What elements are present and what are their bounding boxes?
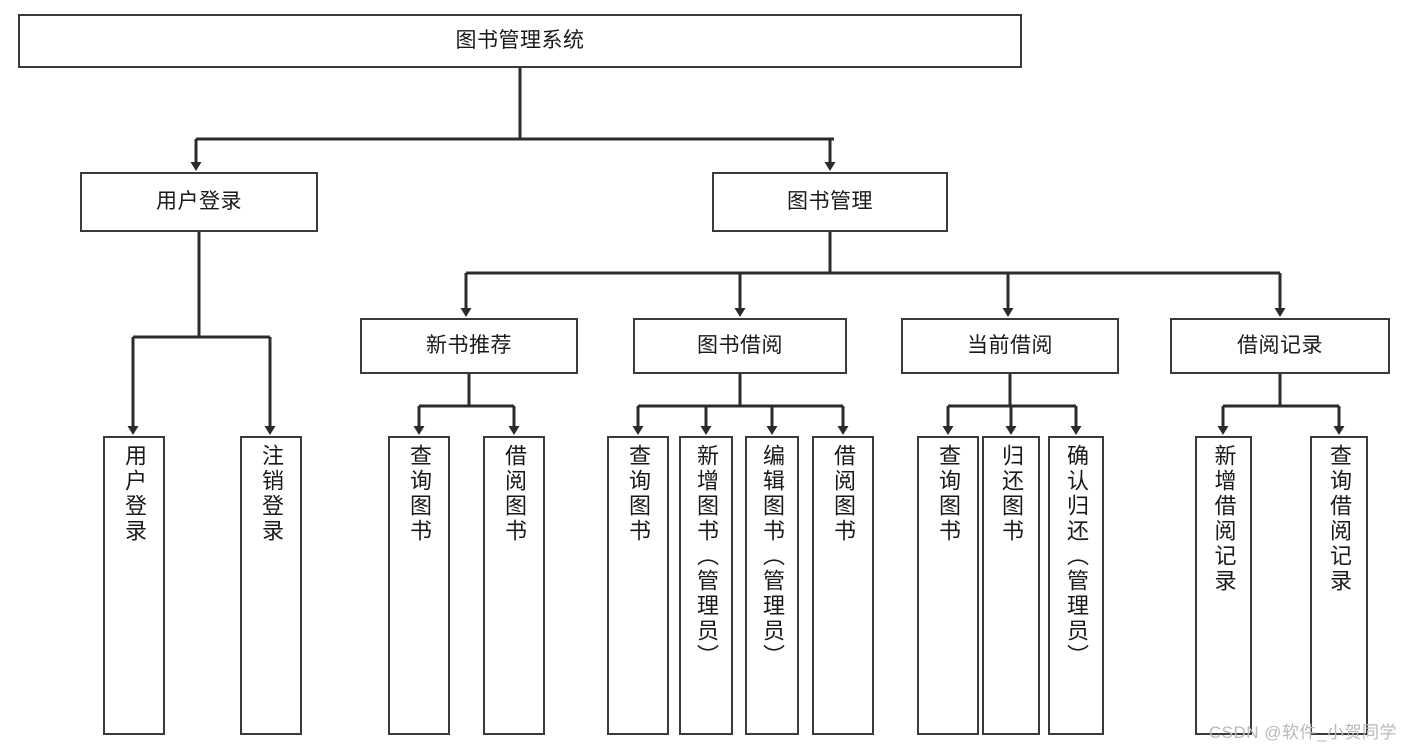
- node-book-manage[interactable]: 图书管理: [712, 172, 948, 232]
- node-leaf-return-book-label: 归还图书: [999, 444, 1024, 544]
- node-leaf-user-login[interactable]: 用户登录: [103, 436, 165, 735]
- node-leaf-add-book-label: 新增图书（管理员）: [694, 444, 719, 669]
- node-leaf-add-borrow-record-label: 新增借阅记录: [1211, 444, 1237, 594]
- node-borrow-record[interactable]: 借阅记录: [1170, 318, 1390, 374]
- node-leaf-confirm-return-label: 确认归还（管理员）: [1064, 444, 1089, 669]
- node-leaf-logout[interactable]: 注销登录: [240, 436, 302, 735]
- node-leaf-query-book-3[interactable]: 查询图书: [917, 436, 979, 735]
- node-current-borrow-label: 当前借阅: [967, 333, 1053, 357]
- node-leaf-edit-book[interactable]: 编辑图书（管理员）: [745, 436, 799, 735]
- node-borrow-record-label: 借阅记录: [1237, 333, 1323, 357]
- node-root[interactable]: 图书管理系统: [18, 14, 1022, 68]
- node-book-borrow-label: 图书借阅: [697, 333, 783, 357]
- node-new-book-recommend[interactable]: 新书推荐: [360, 318, 578, 374]
- node-leaf-query-borrow-record-label: 查询借阅记录: [1327, 444, 1352, 594]
- node-leaf-logout-label: 注销登录: [259, 444, 284, 544]
- node-leaf-query-borrow-record[interactable]: 查询借阅记录: [1310, 436, 1368, 735]
- node-book-borrow[interactable]: 图书借阅: [633, 318, 847, 374]
- node-leaf-user-login-label: 用户登录: [122, 444, 147, 544]
- node-leaf-query-book-3-label: 查询图书: [936, 444, 961, 544]
- node-leaf-add-borrow-record[interactable]: 新增借阅记录: [1195, 436, 1252, 735]
- node-user-login[interactable]: 用户登录: [80, 172, 318, 232]
- node-book-manage-label: 图书管理: [787, 189, 873, 213]
- node-leaf-query-book-1[interactable]: 查询图书: [388, 436, 450, 735]
- node-leaf-edit-book-label: 编辑图书（管理员）: [760, 444, 785, 669]
- node-leaf-add-book[interactable]: 新增图书（管理员）: [679, 436, 733, 735]
- node-leaf-borrow-book-1-label: 借阅图书: [502, 444, 527, 544]
- node-leaf-query-book-2[interactable]: 查询图书: [607, 436, 669, 735]
- node-new-book-recommend-label: 新书推荐: [426, 333, 512, 357]
- node-current-borrow[interactable]: 当前借阅: [901, 318, 1119, 374]
- node-user-login-label: 用户登录: [156, 189, 242, 213]
- node-leaf-borrow-book-2-label: 借阅图书: [831, 444, 856, 544]
- node-leaf-query-book-1-label: 查询图书: [407, 444, 432, 544]
- node-root-label: 图书管理系统: [455, 28, 585, 52]
- node-leaf-borrow-book-2[interactable]: 借阅图书: [812, 436, 874, 735]
- node-leaf-query-book-2-label: 查询图书: [626, 444, 651, 544]
- node-leaf-confirm-return[interactable]: 确认归还（管理员）: [1048, 436, 1104, 735]
- node-leaf-borrow-book-1[interactable]: 借阅图书: [483, 436, 545, 735]
- node-leaf-return-book[interactable]: 归还图书: [982, 436, 1040, 735]
